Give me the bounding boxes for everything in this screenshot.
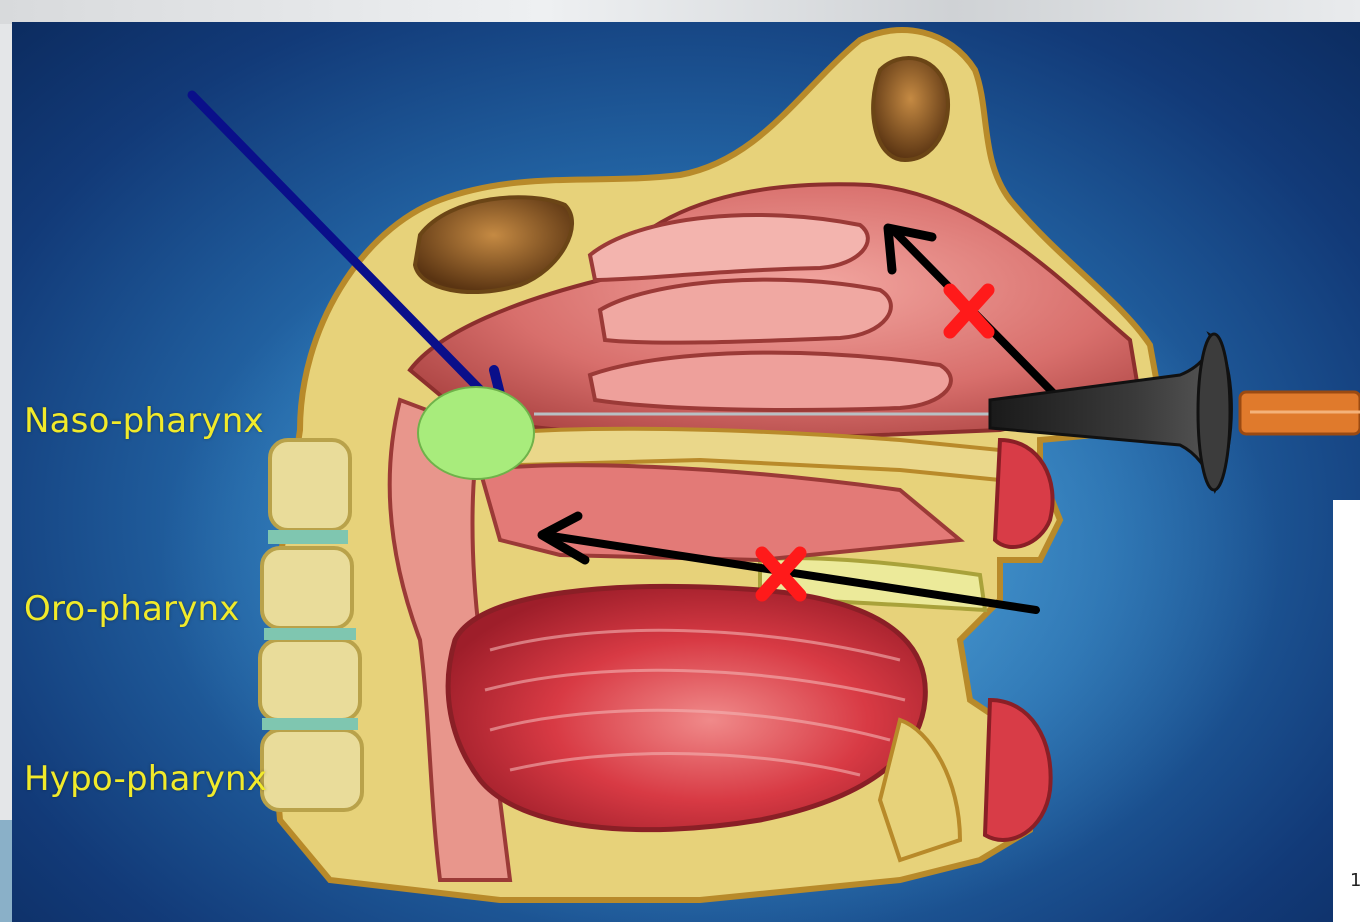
frontal-sinus: [873, 58, 948, 160]
panel-edge-glyph: 1: [1350, 870, 1360, 891]
label-naso-pharynx: Naso-pharynx: [24, 401, 264, 441]
top-frame-border: [0, 0, 1360, 24]
inferior-turbinate: [590, 353, 951, 410]
label-oro-pharynx: Oro-pharynx: [24, 589, 240, 629]
cervical-spine: [260, 440, 362, 810]
label-hypo-pharynx: Hypo-pharynx: [24, 759, 267, 799]
target-circle: [418, 387, 534, 479]
overlapping-white-panel: [1333, 500, 1360, 922]
left-edge-strip: [0, 820, 12, 922]
